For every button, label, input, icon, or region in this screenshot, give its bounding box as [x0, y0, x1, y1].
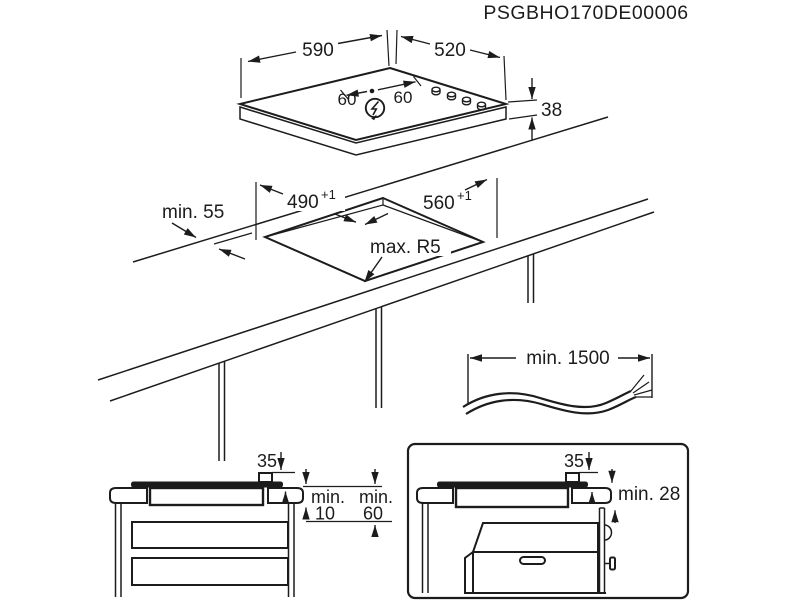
- cable-offset-right-label: 60: [394, 88, 413, 107]
- control-knob: [476, 101, 487, 111]
- cutout-width-tolerance: +1: [457, 188, 472, 203]
- worktop-cutout-view: 490 +1 560 +1 max. R5: [255, 178, 498, 283]
- worktop-front-face-top: [97, 198, 649, 381]
- cutout-depth-tolerance: +1: [321, 187, 336, 202]
- cutout-depth-dimension: 490 +1: [259, 184, 357, 223]
- oven-front: [464, 551, 599, 594]
- hob-build-in-depth-label: 35: [564, 451, 584, 471]
- hob-casing: [148, 486, 265, 507]
- cabinet-side-panels: [114, 503, 295, 597]
- oven-handle: [519, 556, 546, 565]
- corner-radius-label: max. R5: [370, 237, 441, 258]
- connection-box: [258, 472, 273, 483]
- drawer-front-lower: [131, 557, 289, 586]
- control-knobs: [431, 86, 487, 111]
- worktop-section-left: [416, 487, 454, 504]
- mains-cable: [462, 374, 653, 415]
- hob-build-in-depth-label: 35: [257, 451, 277, 471]
- clearance-to-drawer-value: 60: [363, 504, 383, 524]
- oven: [464, 507, 616, 594]
- cabinet-side-panel-left: [421, 503, 429, 593]
- hob-casing: [454, 486, 570, 509]
- hob-glass-profile: [131, 481, 283, 488]
- cabinet-leg-right: [527, 253, 535, 303]
- cable-grommet: [604, 524, 613, 541]
- worktop-front-top-edge: [132, 116, 609, 263]
- hob-top-view: 590 520 38 60 60: [236, 29, 562, 156]
- clearance-under-hob-label: min.: [311, 487, 345, 507]
- hob-width-label: 590: [302, 40, 334, 61]
- oven-installation-view: 35 min. 28: [406, 442, 690, 600]
- worktop-section-right: [571, 487, 612, 504]
- worktop-front-face-bottom: [109, 211, 655, 402]
- cable-position-dimension: 60 60: [338, 76, 422, 121]
- cabinet-side-panel-right: [598, 507, 606, 593]
- clearance-dimensions-drawer: min. 10 min. 60: [302, 469, 393, 537]
- drawer-front-upper: [131, 521, 289, 549]
- clearance-under-hob-value: 10: [315, 504, 335, 524]
- control-knob: [461, 96, 472, 106]
- hob-depth-dimension-oven: 35: [564, 451, 596, 504]
- control-knob: [446, 91, 457, 101]
- cable-offset-left-label: 60: [338, 90, 357, 109]
- cabinet-leg-middle: [375, 306, 383, 408]
- min-front-distance-label: min. 55: [162, 202, 224, 223]
- hob-glass-profile: [437, 481, 588, 488]
- worktop-section-left: [109, 487, 148, 504]
- cutout-width-label: 560: [423, 193, 455, 214]
- cable-length-label: min. 1500: [526, 348, 609, 369]
- cable-wire-ends: [630, 374, 653, 398]
- hob-height-label: 38: [541, 100, 562, 121]
- connection-box: [565, 472, 580, 483]
- control-knob: [431, 86, 441, 96]
- cutout-depth-label: 490: [287, 192, 319, 213]
- oven-top: [471, 522, 599, 553]
- diagram-title: PSGBHO170DE00006: [483, 2, 688, 24]
- cabinet-leg-left: [218, 361, 226, 461]
- power-connection-icon: [364, 97, 386, 121]
- corner-radius-dimension: max. R5: [363, 237, 451, 283]
- hob-width-dimension: 590: [240, 29, 390, 98]
- worktop-thickness-dimension: min. 28: [608, 469, 680, 523]
- worktop-section-right: [267, 487, 304, 504]
- hob-depth-dimension: 520: [395, 29, 507, 101]
- cable-entry-point: [369, 88, 375, 94]
- cable-length-view: min. 1500: [462, 347, 653, 415]
- hob-depth-dimension-drawer: 35: [257, 451, 290, 504]
- hob-height-dimension: 38: [507, 78, 562, 140]
- clearance-to-drawer-label: min.: [359, 487, 393, 507]
- cutout-width-dimension: 560 +1: [364, 178, 488, 226]
- drawer-installation-view: 35 min. 10 min. 60: [109, 451, 393, 597]
- min-worktop-thickness-label: min. 28: [618, 484, 680, 505]
- worktop-edge-segment: [213, 232, 253, 245]
- hob-depth-label: 520: [434, 40, 466, 61]
- detail-frame: [406, 442, 690, 600]
- hob-glass-surface: [236, 66, 510, 142]
- fixing-screw: [604, 556, 616, 571]
- worktop-scene: min. 55: [97, 116, 655, 461]
- hob-body-band: [239, 105, 507, 156]
